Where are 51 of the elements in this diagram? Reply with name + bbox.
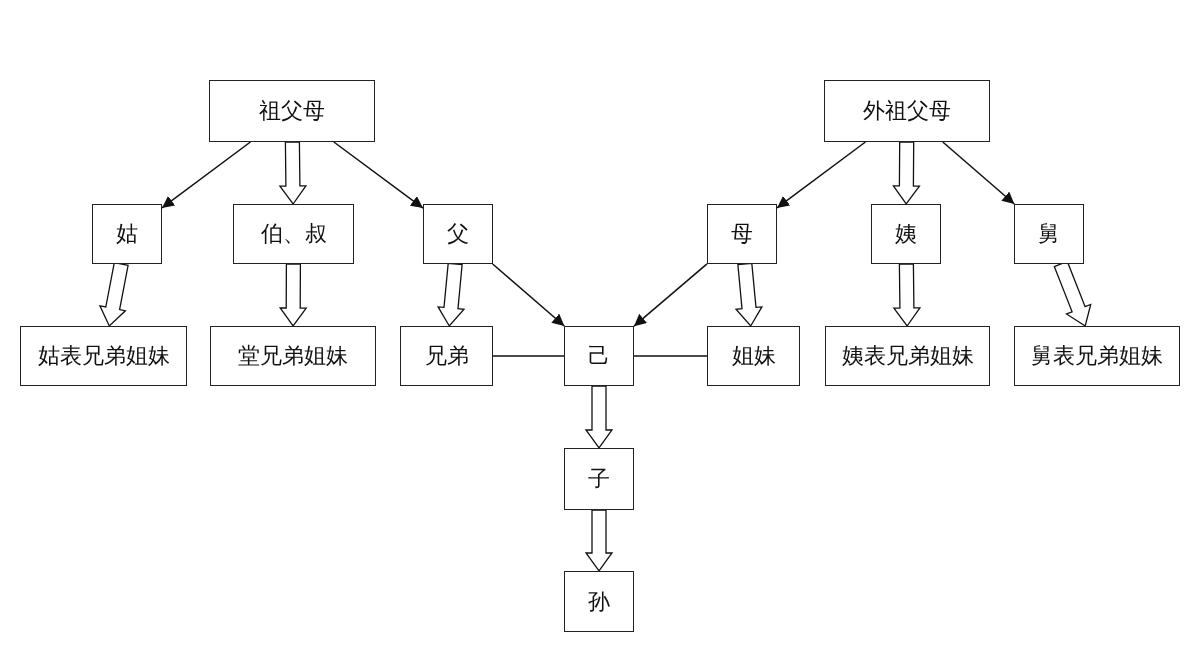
connector-line [492,355,565,357]
hollow-arrow [98,261,129,328]
arrow [161,141,252,209]
kinship-box [564,448,634,510]
kinship-box [564,326,634,386]
kinship-box [1014,204,1084,264]
kinship-term: 姨表兄弟姐妹 [841,342,974,370]
kinship-term: 子 [588,465,610,493]
kinship-term: 堂兄弟姐妹 [238,342,348,370]
kinship-term: 己 [588,342,610,370]
arrow [776,141,867,209]
kinship-box [707,326,800,386]
kinship-term: 兄弟 [424,342,469,370]
hollow-arrow [436,262,466,328]
hollow-arrow [584,385,614,450]
kinship-box [92,204,162,264]
hollow-arrow [734,262,764,328]
kinship-term: 母 [731,220,753,248]
kinship-term: 祖父母 [259,97,325,125]
kinship-term: 父 [447,220,469,248]
kinship-term: 姑 [116,220,138,248]
hollow-arrow [278,263,308,328]
kinship-term: 姑表兄弟姐妹 [37,342,170,370]
kinship-term: 舅表兄弟姐妹 [1031,342,1163,370]
kinship-term: 外祖父母 [863,97,951,125]
kinship-box [210,326,376,386]
kinship-box [209,80,375,142]
connector-line [633,355,708,357]
arrow [491,263,566,327]
hollow-arrow [892,263,922,328]
kinship-term: 舅 [1038,220,1060,248]
kinship-box [825,326,990,386]
kinship-term: 伯、叔 [260,220,327,248]
kinship-box [423,204,493,264]
hollow-arrow [584,509,614,573]
kinship-box [564,571,634,632]
arrow [333,141,424,209]
hollow-arrow [892,141,921,206]
hollow-arrow [278,141,308,206]
kinship-term: 姨 [895,220,917,248]
kinship-box [1014,326,1180,386]
kinship-box [824,80,990,142]
kinship-box [871,204,941,264]
kinship-box [20,326,187,386]
kinship-term: 姐妹 [731,342,776,370]
kinship-box [400,326,493,386]
kinship-box [233,204,354,264]
kinship-box [707,204,777,264]
kinship-term: 孙 [588,587,610,616]
arrow [633,263,708,327]
arrow [942,141,1016,205]
